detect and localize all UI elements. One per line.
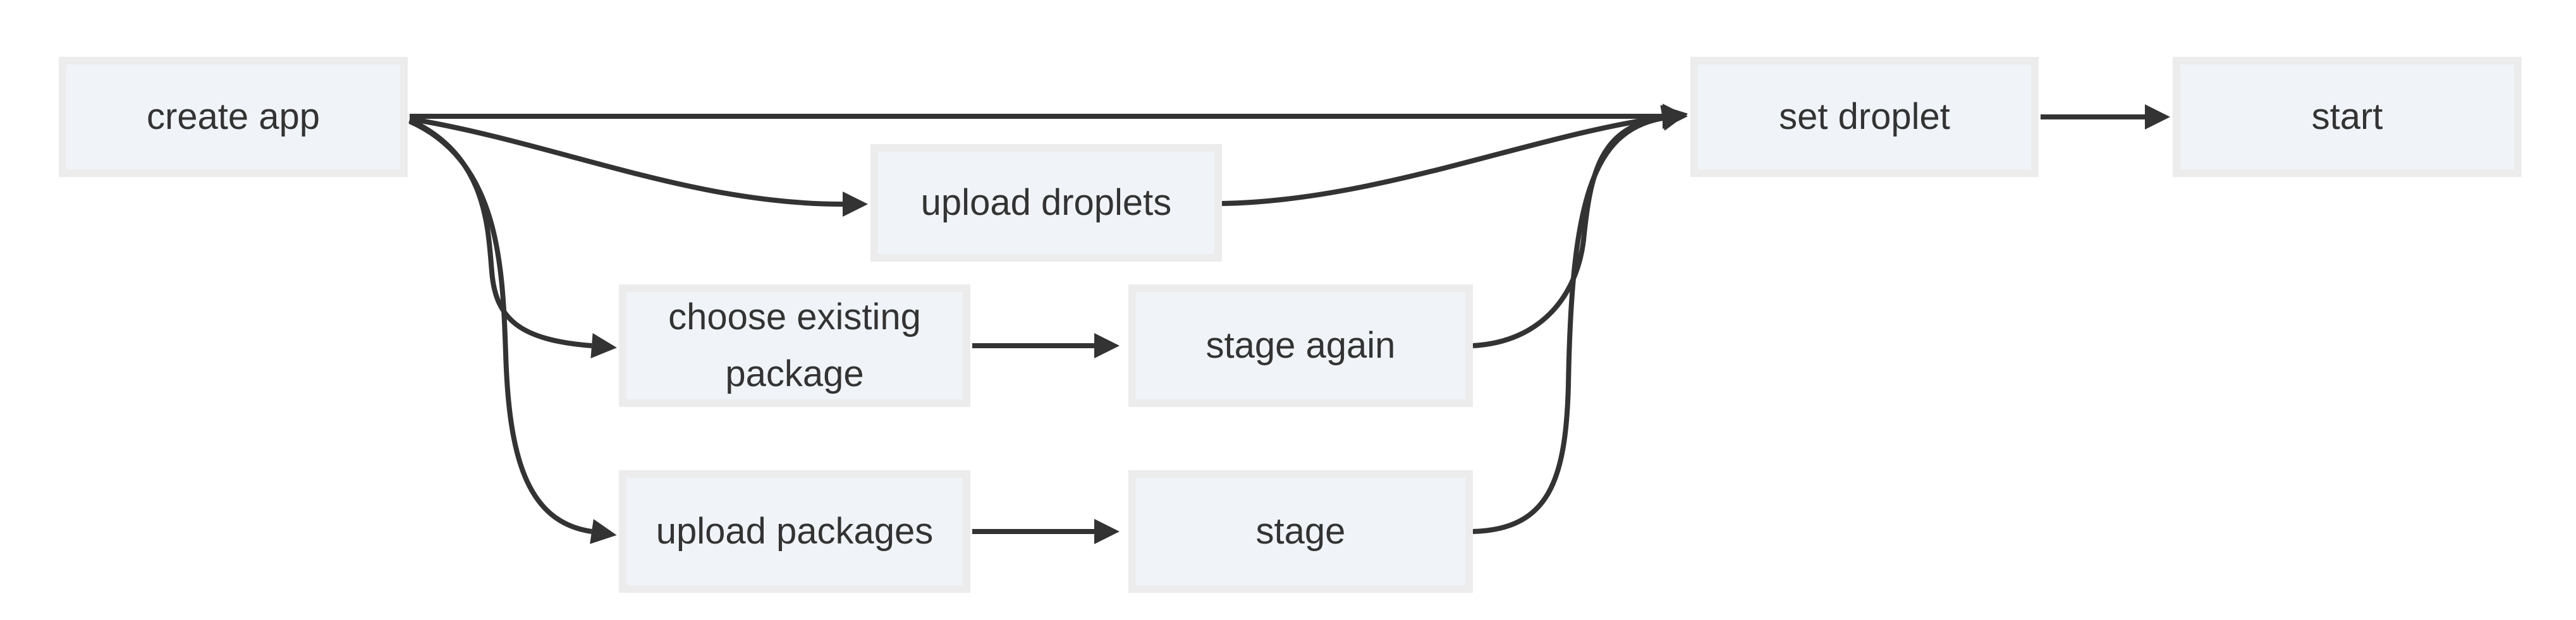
edge-stage-to-set-droplet xyxy=(1472,106,1688,534)
node-stage: stage xyxy=(1128,470,1473,593)
node-upload-droplets: upload droplets xyxy=(870,144,1222,262)
node-label-set-droplet: set droplet xyxy=(1779,96,1950,138)
node-start: start xyxy=(2173,57,2522,177)
node-stage-again: stage again xyxy=(1128,284,1473,407)
node-upload-packages: upload packages xyxy=(619,470,970,593)
edge-create-app-to-upload-packages xyxy=(408,119,617,544)
node-label-start: start xyxy=(2311,96,2383,138)
edge-upload-droplets-to-set-droplet xyxy=(1221,105,1688,206)
node-set-droplet: set droplet xyxy=(1690,57,2039,177)
node-choose-existing-package: choose existing package xyxy=(619,284,970,407)
node-label-upload-packages: upload packages xyxy=(656,511,934,552)
node-label-stage: stage xyxy=(1255,511,1346,552)
node-label-choose-existing-package: choose existing package xyxy=(668,296,921,394)
edge-create-app-to-upload-droplets xyxy=(409,116,868,217)
node-create-app: create app xyxy=(59,57,408,177)
node-label-stage-again: stage again xyxy=(1206,325,1396,367)
node-label-create-app: create app xyxy=(146,96,320,138)
node-label-upload-droplets: upload droplets xyxy=(920,182,1172,224)
